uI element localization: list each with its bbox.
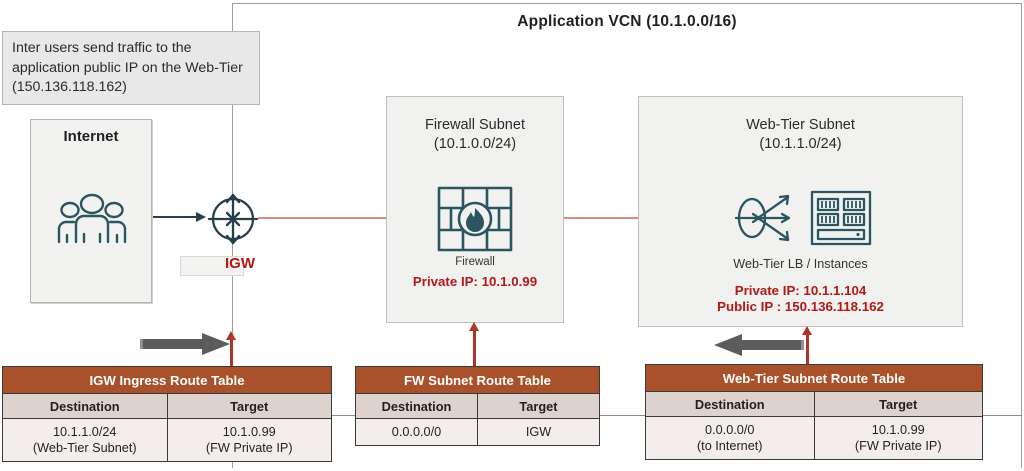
web-tier-public-ip: Public IP : 150.136.118.162	[717, 299, 884, 314]
connector-internet-to-igw	[148, 212, 206, 222]
route-table-igw-ingress: IGW Ingress Route Table Destination Targ…	[2, 366, 332, 462]
vcn-title: Application VCN (10.1.0.0/16)	[517, 13, 737, 30]
route-table-title: IGW Ingress Route Table	[3, 367, 331, 394]
web-tier-subnet-box	[638, 96, 963, 327]
server-rack-icon	[810, 190, 872, 246]
table-row: 10.1.1.0/24 (Web-Tier Subnet) 10.1.0.99 …	[3, 419, 331, 461]
traffic-arrow-left	[714, 334, 804, 356]
column-header-target: Target	[814, 392, 982, 417]
firewall-subnet-cidr: (10.1.0.0/24)	[433, 136, 517, 152]
arrow-fw-table-to-fw-subnet	[469, 322, 479, 367]
column-header-destination: Destination	[356, 394, 478, 419]
web-tier-caption: Web-Tier LB / Instances	[733, 257, 868, 271]
route-table-header-row: Destination Target	[3, 394, 331, 419]
firewall-icon-caption: Firewall	[455, 256, 495, 268]
firewall-subnet-name: Firewall Subnet	[425, 117, 525, 133]
web-tier-private-ip: Private IP: 10.1.1.104	[734, 283, 867, 298]
table-row: 0.0.0.0/0 (to Internet) 10.1.0.99 (FW Pr…	[646, 417, 982, 459]
route-table-header-row: Destination Target	[646, 392, 982, 417]
connector-igw-table-to-fw-table	[331, 415, 357, 417]
firewall-icon	[437, 186, 513, 252]
connector-web-table-right	[962, 415, 1022, 417]
web-tier-subnet-title: Web-Tier Subnet (10.1.1.0/24)	[638, 116, 963, 154]
web-tier-subnet-name: Web-Tier Subnet	[746, 117, 855, 133]
cell-destination-note: (to Internet)	[696, 439, 763, 453]
load-balancer-icon	[734, 194, 791, 242]
flow-line-igw-to-firewall	[258, 217, 438, 219]
cell-target: 10.1.0.99 (FW Private IP)	[814, 417, 982, 459]
cell-target: IGW	[478, 419, 599, 445]
cell-target-note: (FW Private IP)	[854, 439, 942, 453]
route-table-title: FW Subnet Route Table	[356, 367, 599, 394]
internet-box	[30, 119, 152, 303]
cell-target: 10.1.0.99 (FW Private IP)	[167, 419, 331, 461]
column-header-destination: Destination	[646, 392, 815, 417]
route-table-fw-subnet: FW Subnet Route Table Destination Target…	[355, 366, 600, 446]
cell-target-note: (FW Private IP)	[205, 441, 293, 455]
route-table-web-tier-subnet: Web-Tier Subnet Route Table Destination …	[645, 364, 983, 460]
web-tier-subnet-cidr: (10.1.1.0/24)	[759, 136, 842, 152]
firewall-private-ip: Private IP: 10.1.0.99	[412, 274, 538, 289]
traffic-arrow-right	[140, 333, 230, 355]
flow-line-firewall-to-web	[512, 217, 760, 219]
column-header-destination: Destination	[3, 394, 168, 419]
users-group-icon	[57, 193, 127, 244]
igw-label: IGW	[225, 255, 255, 272]
igw-plate	[180, 256, 244, 276]
route-table-title: Web-Tier Subnet Route Table	[646, 365, 982, 392]
cell-destination: 10.1.1.0/24 (Web-Tier Subnet)	[3, 419, 168, 461]
cell-destination: 0.0.0.0/0	[356, 419, 478, 445]
cell-target-value: 10.1.0.99	[222, 425, 276, 439]
arrow-igw-table-to-igw	[226, 331, 236, 367]
callout-note: Inter users send traffic to the applicat…	[2, 31, 260, 105]
internet-label: Internet	[63, 128, 119, 145]
cell-destination: 0.0.0.0/0 (to Internet)	[646, 417, 815, 459]
cell-destination-value: 10.1.1.0/24	[53, 425, 117, 439]
cell-destination-note: (Web-Tier Subnet)	[32, 441, 137, 455]
column-header-target: Target	[478, 394, 599, 419]
table-row: 0.0.0.0/0 IGW	[356, 419, 599, 445]
connector-fw-table-to-web-table	[599, 415, 647, 417]
firewall-subnet-title: Firewall Subnet (10.1.0.0/24)	[386, 116, 564, 154]
cell-destination-value: 0.0.0.0/0	[705, 423, 755, 437]
cell-target-value: 10.1.0.99	[871, 423, 925, 437]
arrow-web-table-to-web-subnet	[802, 326, 812, 365]
route-table-header-row: Destination Target	[356, 394, 599, 419]
internet-gateway-icon	[207, 193, 259, 245]
column-header-target: Target	[167, 394, 331, 419]
